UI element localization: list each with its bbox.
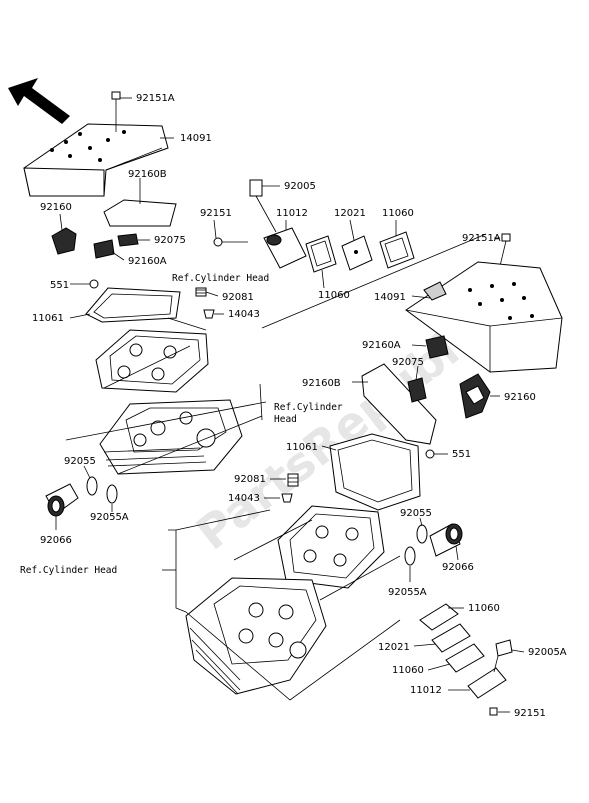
cover-92160b-right	[361, 363, 437, 445]
cap-14043-left	[203, 309, 215, 319]
label-92151-bottom: 92151	[514, 708, 546, 719]
label-14043-left: 14043	[228, 309, 260, 320]
label-92066-right: 92066	[442, 562, 474, 573]
cylinder-head-cover-right	[405, 261, 563, 373]
nipple-92005a	[495, 639, 513, 657]
screen-551-left	[89, 279, 99, 289]
label-11060-mid: 11060	[382, 208, 414, 219]
label-11012-mid: 11012	[276, 208, 308, 219]
cylinder-head-cover-left	[23, 123, 169, 197]
gasket-11061-right	[329, 433, 421, 511]
label-92055a-left: 92055A	[90, 512, 129, 523]
gasket-11060-bottom	[419, 603, 459, 631]
label-92151a-right: 92151A	[462, 233, 501, 244]
gasket-11060-bottom-2	[445, 643, 485, 673]
label-11061-right: 11061	[286, 442, 318, 453]
label-92055a-right: 92055A	[388, 587, 427, 598]
label-92160b-right: 92160B	[302, 378, 341, 389]
label-92081-right: 92081	[234, 474, 266, 485]
ref-cylinder-head-2-line1: Ref.Cylinder	[274, 402, 343, 413]
ref-cylinder-head-3: Ref.Cylinder Head	[20, 565, 117, 576]
cover-92160a-left	[93, 239, 115, 259]
label-11061-left: 11061	[32, 313, 64, 324]
label-92160-left: 92160	[40, 202, 72, 213]
gasket-11060-top	[305, 235, 337, 273]
rocker-case-right	[277, 505, 385, 589]
gasket-11060-top-right	[379, 231, 415, 269]
label-92160a-left: 92160A	[128, 256, 167, 267]
label-92005: 92005	[284, 181, 316, 192]
damper-92075-right	[407, 377, 427, 403]
plate-12021-bottom	[431, 623, 471, 653]
gasket-11061-left	[85, 287, 181, 323]
label-14043-right: 14043	[228, 493, 260, 504]
label-92075-left: 92075	[154, 235, 186, 246]
spring-92081-left	[195, 287, 207, 297]
cover-92160b-left	[103, 199, 177, 227]
plate-12021-top	[341, 235, 373, 271]
label-551-left: 551	[50, 280, 69, 291]
label-92081-left: 92081	[222, 292, 254, 303]
bolt-92151-mid	[213, 237, 248, 247]
label-11060-bottom-2: 11060	[392, 665, 424, 676]
cover-92160-right	[459, 373, 491, 419]
pipe-92066-right	[429, 523, 463, 557]
o-rings-right	[404, 524, 428, 566]
label-92160b-left: 92160B	[128, 169, 167, 180]
damper-92075-left	[117, 233, 139, 247]
spring-92081-right	[287, 473, 299, 487]
pipe-92066-left	[45, 483, 79, 517]
cap-14043-right	[281, 493, 293, 503]
label-92151a-top: 92151A	[136, 93, 175, 104]
cover-92160-left	[51, 227, 77, 255]
label-11060-bottom: 11060	[468, 603, 500, 614]
label-11060-mid2: 11060	[318, 290, 350, 301]
label-92160-right: 92160	[504, 392, 536, 403]
ref-cylinder-head-1: Ref.Cylinder Head	[172, 273, 269, 284]
label-92066-left: 92066	[40, 535, 72, 546]
label-92055-right: 92055	[400, 508, 432, 519]
nipple-92005	[249, 179, 277, 233]
label-551-right: 551	[452, 449, 471, 460]
label-92005a: 92005A	[528, 647, 567, 658]
label-11012-bottom: 11012	[410, 685, 442, 696]
label-92151-mid: 92151	[200, 208, 232, 219]
label-14091-top: 14091	[180, 133, 212, 144]
front-direction-arrow	[8, 78, 70, 124]
cylinder-head-right	[185, 577, 327, 695]
label-92160a-right: 92160A	[362, 340, 401, 351]
valve-11012-top	[263, 227, 307, 269]
label-92055-left: 92055	[64, 456, 96, 467]
o-rings-left	[86, 476, 118, 504]
label-14091-right: 14091	[374, 292, 406, 303]
ref-cylinder-head-2-line2: Head	[274, 414, 297, 425]
label-12021-mid: 12021	[334, 208, 366, 219]
bolt-92151-bottom	[489, 707, 498, 716]
screen-551-right	[425, 449, 435, 459]
cover-92160a-right	[425, 335, 449, 359]
label-12021-bottom: 12021	[378, 642, 410, 653]
rocker-case-left	[95, 329, 209, 393]
cylinder-head-left	[99, 399, 243, 475]
label-92075-right: 92075	[392, 357, 424, 368]
bolt-92151a-top	[111, 91, 121, 132]
bolt-92151a-right	[499, 233, 511, 267]
